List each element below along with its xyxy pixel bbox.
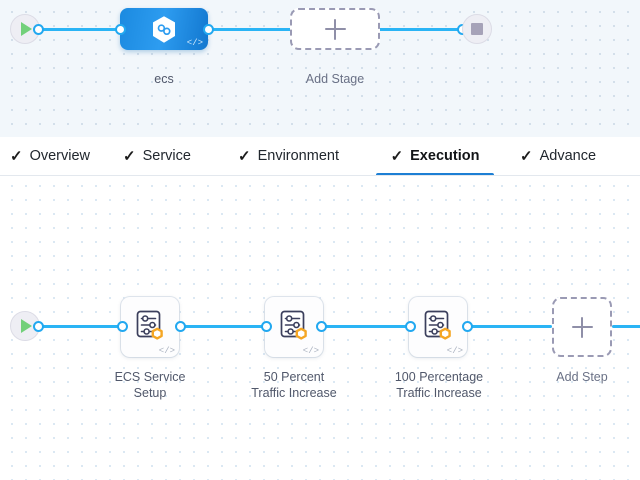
step-card-1[interactable]: </> <box>121 297 179 357</box>
check-icon: ✓ <box>123 147 136 165</box>
add-step-label: Add Step <box>556 370 608 384</box>
tab-execution-label: Execution <box>410 147 480 164</box>
add-stage-button[interactable] <box>290 8 380 50</box>
stage-edge-ecs-to-add <box>208 28 292 31</box>
tab-execution[interactable]: ✓ Execution <box>376 137 494 175</box>
hexagon-badge-icon <box>439 327 451 340</box>
step-canvas[interactable]: </> ECS Service Setup <box>0 176 640 480</box>
stage-end-node[interactable] <box>462 14 492 44</box>
settings-sliders-icon <box>424 310 451 340</box>
step-code-badge: </> <box>158 346 175 356</box>
hexagon-badge-icon <box>295 327 307 340</box>
step-1-label: ECS Service Setup <box>114 370 186 400</box>
step-code-badge: </> <box>302 346 319 356</box>
step-edge-2-to-3 <box>320 325 408 328</box>
tab-advanced-label: Advance <box>539 147 597 164</box>
step-edge-start-to-1 <box>32 325 126 328</box>
stage-canvas[interactable]: </> ecs Add Stage <box>0 0 640 137</box>
step-card-2[interactable]: </> <box>265 297 323 357</box>
step-edge-1-to-2 <box>180 325 265 328</box>
stage-edge-start-to-ecs <box>32 28 132 31</box>
step-3-input-port[interactable] <box>405 321 416 332</box>
stage-node-label: ecs <box>154 72 174 86</box>
stage-code-badge: </> <box>186 38 203 48</box>
hexagon-link-icon <box>153 15 175 43</box>
check-icon: ✓ <box>390 147 404 165</box>
step-1-output-port[interactable] <box>175 321 186 332</box>
settings-sliders-icon <box>136 310 163 340</box>
step-3-label: 100 Percentage Traffic Increase <box>394 370 484 400</box>
stage-ecs-output-port[interactable] <box>203 24 214 35</box>
tab-environment-label: Environment <box>257 147 339 164</box>
step-1-input-port[interactable] <box>117 321 128 332</box>
stop-icon <box>471 23 483 35</box>
check-icon: ✓ <box>238 147 251 165</box>
add-stage-label: Add Stage <box>305 72 365 86</box>
tab-overview-label: Overview <box>29 147 91 164</box>
tab-overview[interactable]: ✓ Overview <box>10 137 123 175</box>
tab-advanced[interactable]: ✓ Advance <box>520 137 597 175</box>
stage-ecs-input-port[interactable] <box>115 24 126 35</box>
step-code-badge: </> <box>446 346 463 356</box>
play-icon <box>21 319 32 333</box>
step-2-input-port[interactable] <box>261 321 272 332</box>
tab-service[interactable]: ✓ Service <box>123 137 238 175</box>
step-2-output-port[interactable] <box>316 321 327 332</box>
add-step-button[interactable] <box>552 297 612 357</box>
step-start-output-port[interactable] <box>33 321 44 332</box>
check-icon: ✓ <box>10 147 23 165</box>
play-icon <box>21 22 32 36</box>
step-3-output-port[interactable] <box>462 321 473 332</box>
tab-service-label: Service <box>142 147 191 164</box>
step-edge-3-to-add <box>466 325 552 328</box>
step-card-3[interactable]: </> <box>409 297 467 357</box>
stage-node-ecs[interactable]: </> <box>120 8 208 50</box>
section-tab-bar[interactable]: ✓ Overview ✓ Service ✓ Environment ✓ Exe… <box>0 137 640 176</box>
stage-start-node[interactable] <box>10 14 40 44</box>
step-edge-add-to-next <box>612 325 640 328</box>
check-icon: ✓ <box>520 147 533 165</box>
tab-environment[interactable]: ✓ Environment <box>238 137 376 175</box>
settings-sliders-icon <box>280 310 307 340</box>
stage-edge-add-to-end <box>378 28 462 31</box>
plus-icon <box>571 316 593 338</box>
stage-start-output-port[interactable] <box>33 24 44 35</box>
hexagon-badge-icon <box>151 327 163 340</box>
step-2-label: 50 Percent Traffic Increase <box>251 370 337 400</box>
plus-icon <box>324 18 346 40</box>
